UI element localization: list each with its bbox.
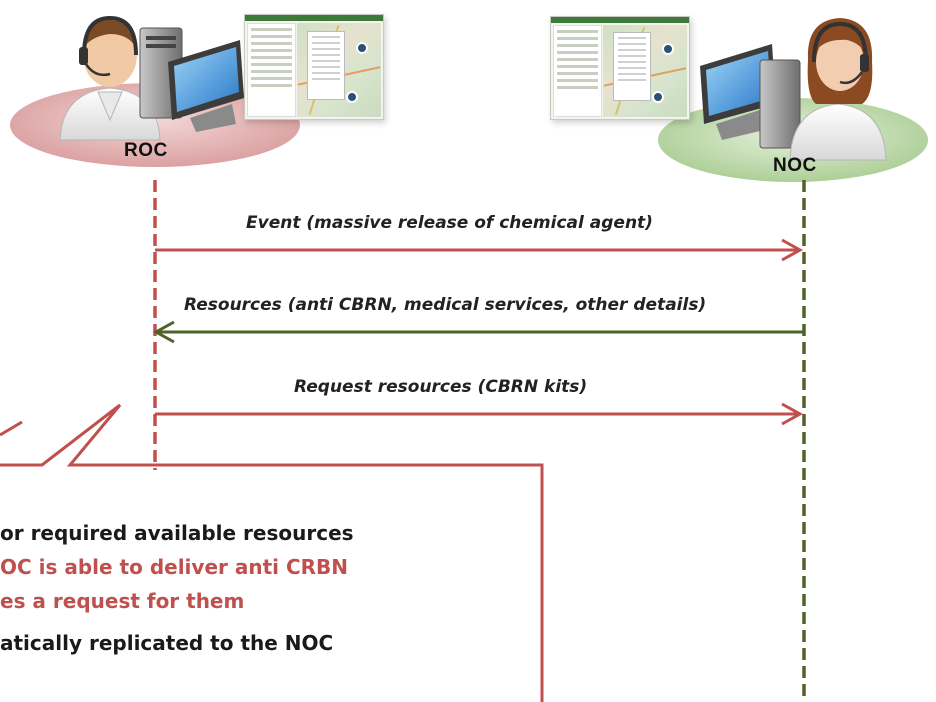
map-application-screenshot bbox=[550, 16, 690, 120]
callout-balloon bbox=[0, 403, 544, 702]
callout-line-4: atically replicated to the NOC bbox=[0, 631, 334, 655]
operator-male-headset-icon bbox=[59, 15, 161, 141]
operator-female-headset-icon bbox=[789, 18, 887, 161]
message-label-event: Event (massive release of chemical agent… bbox=[246, 213, 653, 233]
message-label-resources: Resources (anti CBRN, medical services, … bbox=[184, 295, 707, 315]
callout-line-1: or required available resources bbox=[0, 521, 354, 545]
desktop-computer-icon bbox=[139, 27, 244, 132]
map-application-screenshot bbox=[244, 14, 384, 120]
desktop-computer-icon bbox=[700, 44, 801, 149]
message-arrow-resources bbox=[152, 320, 804, 344]
message-arrow-request bbox=[155, 402, 804, 426]
callout-line-2: OC is able to deliver anti CRBN bbox=[0, 555, 349, 579]
noc-label: NOC bbox=[773, 155, 817, 176]
message-label-request: Request resources (CBRN kits) bbox=[294, 377, 588, 397]
message-arrow-event bbox=[155, 238, 804, 262]
roc-label: ROC bbox=[124, 140, 168, 161]
callout-line-3: es a request for them bbox=[0, 589, 245, 613]
